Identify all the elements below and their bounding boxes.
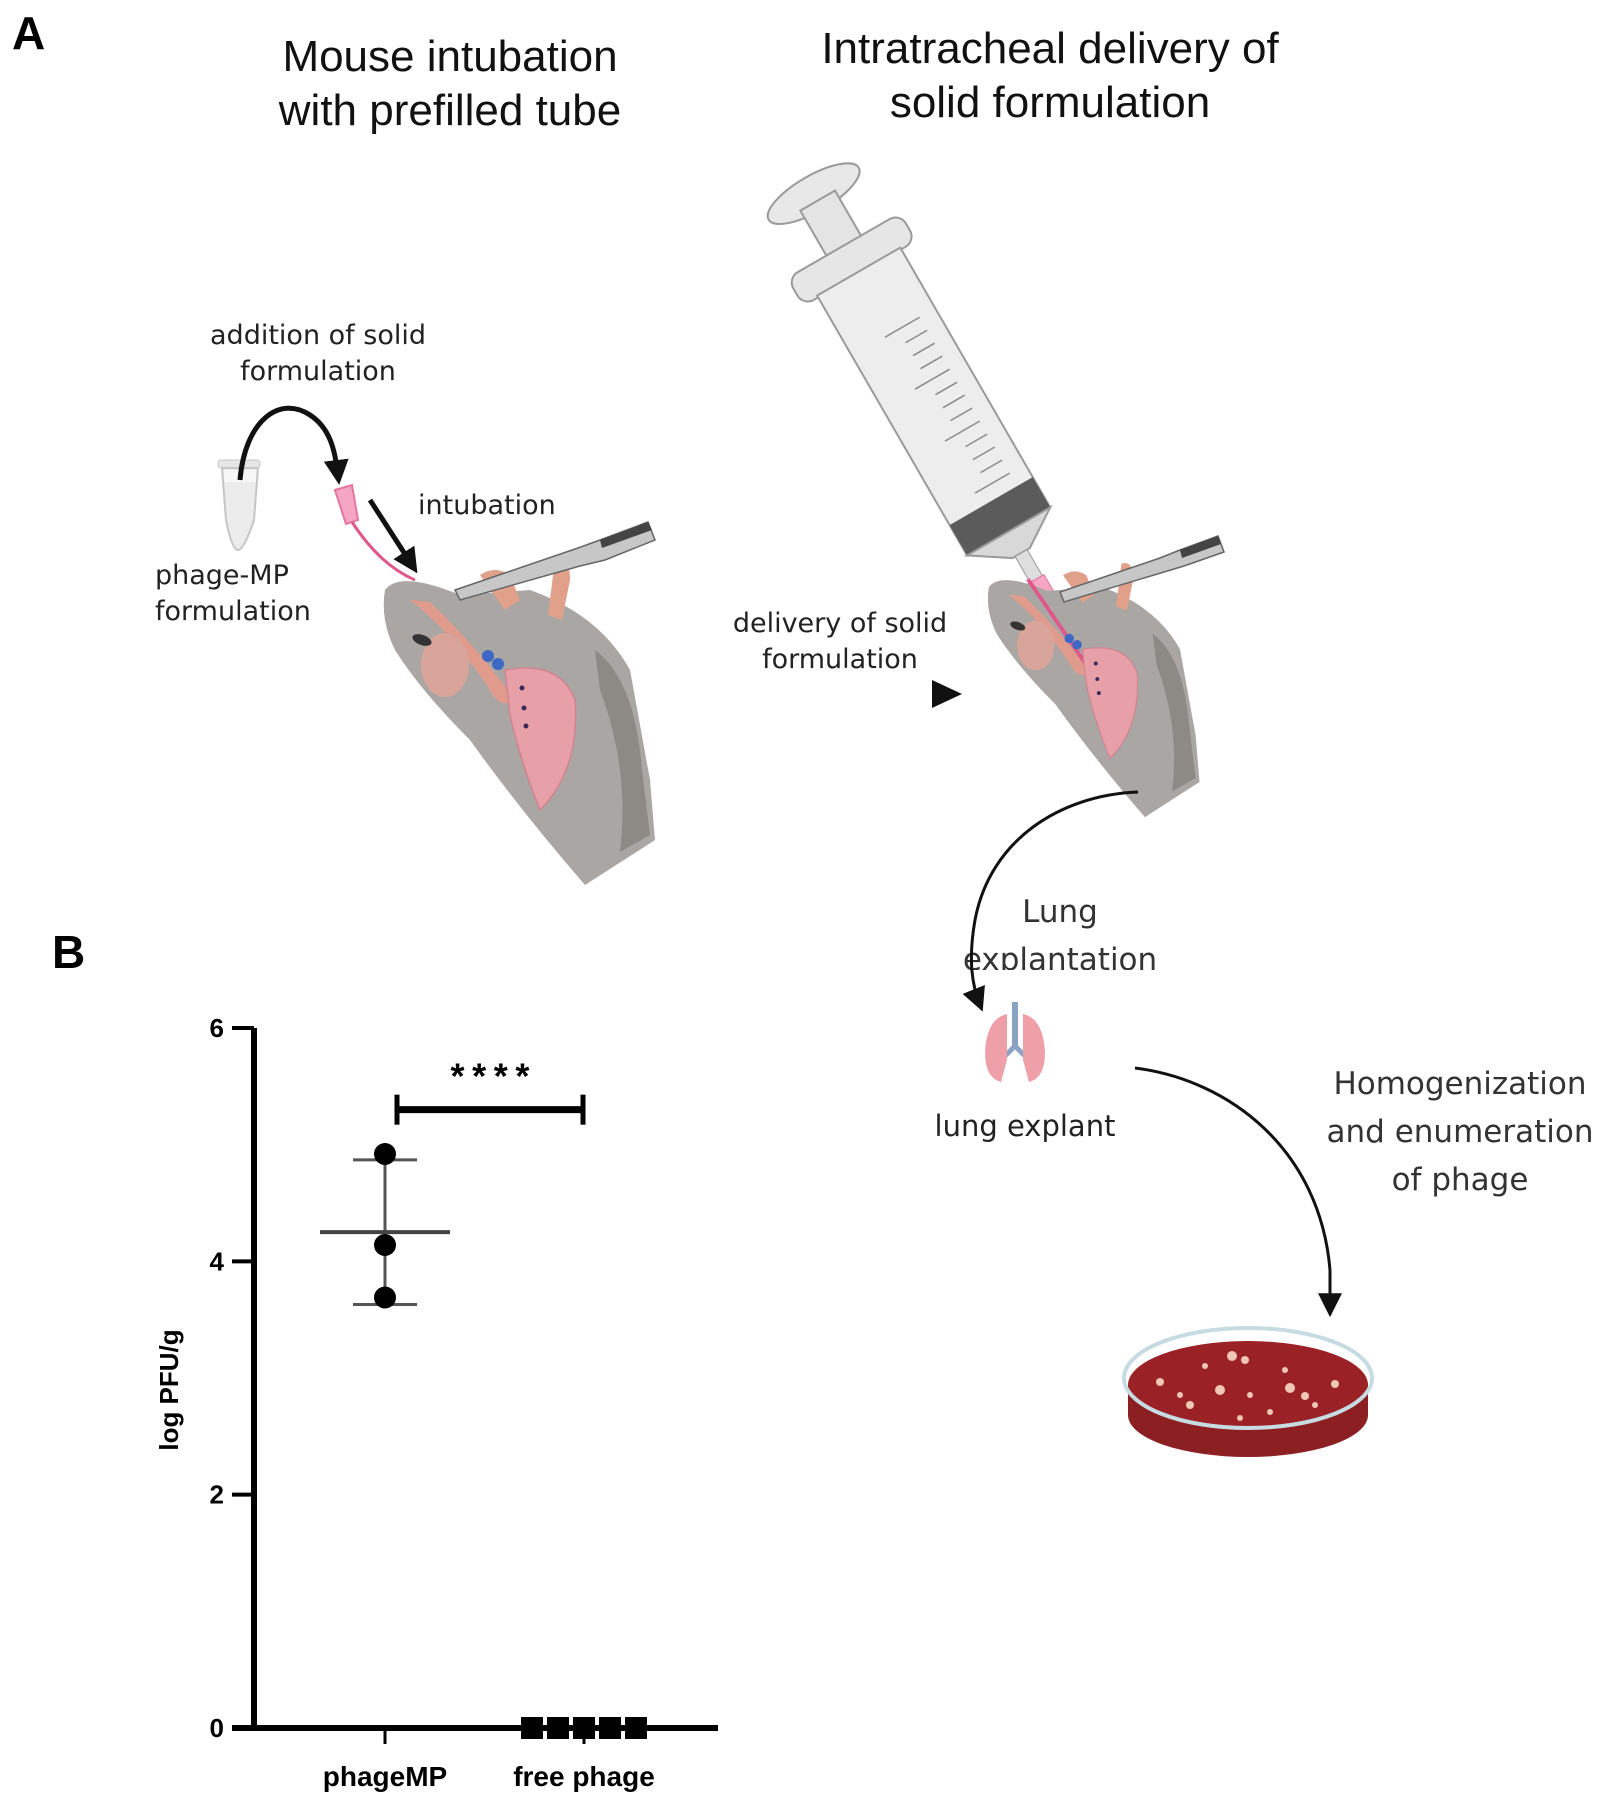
delivery-label-line1: delivery of solid [732, 608, 948, 639]
lung-explant-label: lung explant [934, 1109, 1116, 1143]
lungs-icon [985, 1002, 1045, 1082]
y-tick-label: 6 [210, 1013, 224, 1043]
data-point-phageMP [374, 1234, 396, 1256]
delivery-label: delivery of solid formulation [700, 606, 980, 678]
explant-label-line1: Lung [1022, 894, 1098, 930]
panel-b-letter: B [52, 926, 86, 978]
syringe-icon [766, 162, 1056, 604]
data-point-free-phage [547, 1717, 569, 1739]
forceps-icon [453, 521, 656, 601]
delivery-arrow-head [932, 680, 962, 708]
step2-title-line2: solid formulation [889, 78, 1211, 127]
step1-title: Mouse intubation with prefilled tube [230, 30, 670, 138]
homogenize-label-line1: Homogenization [1333, 1066, 1587, 1102]
data-point-phageMP [374, 1143, 396, 1165]
tube-label-line1: phage-MP [155, 560, 289, 591]
addition-label-line1: addition of solid [210, 320, 426, 351]
addition-arrow [237, 405, 349, 485]
panel-a-letter: A [12, 7, 46, 59]
data-point-phageMP [374, 1286, 396, 1309]
x-category-label: free phage [513, 1761, 655, 1792]
explant-label: Lung explantation [930, 888, 1190, 970]
explant-label-line2: explantation [962, 942, 1158, 970]
y-tick-label: 4 [210, 1246, 225, 1276]
step1-title-line2: with prefilled tube [278, 86, 622, 135]
data-point-free-phage [599, 1717, 621, 1739]
addition-label: addition of solid formulation [168, 318, 468, 390]
step1-title-line1: Mouse intubation [282, 32, 618, 81]
mouse-icon [383, 559, 655, 885]
tube-label-line2: formulation [155, 596, 311, 627]
addition-label-line2: formulation [240, 356, 396, 387]
intubation-tube-icon [333, 483, 416, 582]
intubation-arrow [367, 498, 418, 574]
mouse-icon-2 [987, 562, 1200, 818]
microcentrifuge-tube-icon [217, 459, 261, 552]
tube-label: phage-MP formulation [155, 558, 311, 630]
y-tick-label: 0 [210, 1713, 224, 1743]
significance-label: **** [447, 1060, 533, 1101]
homogenize-label-line3: of phage [1391, 1162, 1529, 1198]
y-axis-label: log PFU/g [154, 1329, 184, 1450]
homogenize-label: Homogenization and enumeration of phage [1300, 1060, 1620, 1204]
x-category-label: phageMP [323, 1761, 447, 1792]
intubation-label: intubation [418, 490, 556, 521]
y-tick-label: 2 [210, 1480, 224, 1510]
delivery-label-line2: formulation [762, 644, 918, 675]
step2-title: Intratracheal delivery of solid formulat… [770, 22, 1330, 130]
step2-title-line1: Intratracheal delivery of [821, 24, 1279, 73]
forceps-icon-2 [1059, 535, 1225, 603]
data-point-free-phage [625, 1717, 647, 1739]
data-point-free-phage [521, 1717, 543, 1739]
petri-dish-icon [1122, 1326, 1374, 1457]
data-point-free-phage [573, 1717, 595, 1739]
homogenize-label-line2: and enumeration [1326, 1114, 1594, 1150]
